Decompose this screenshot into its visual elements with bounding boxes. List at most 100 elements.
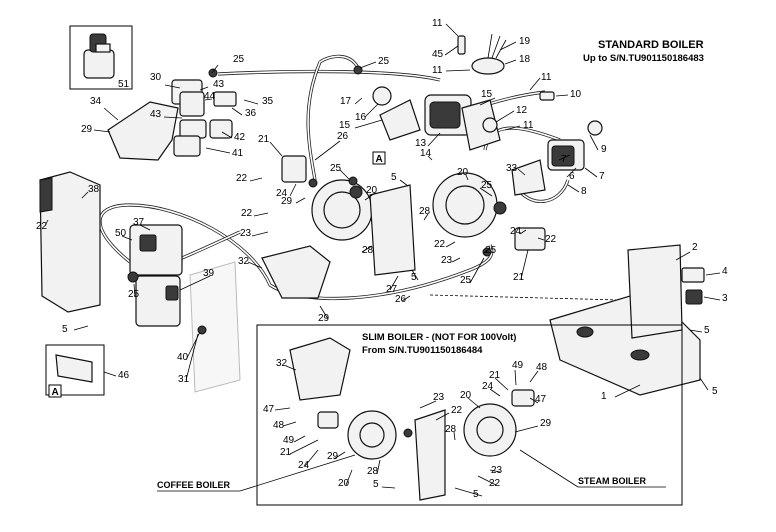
leader-line (253, 212, 269, 217)
fitting-12 (482, 117, 498, 133)
part-number-label: 7 (599, 171, 605, 182)
leader-line (537, 237, 545, 241)
part-number-label: 22 (241, 208, 253, 219)
diagram-title: STANDARD BOILER (598, 39, 704, 51)
part-number-label: 11 (541, 72, 552, 83)
part-number-label: 42 (234, 132, 246, 143)
part-number-label: 25 (485, 245, 497, 256)
part-labels: 5130254443353634434229412517161511451119… (36, 18, 728, 500)
leader-line (93, 129, 111, 133)
part-number-label: 17 (340, 96, 352, 107)
part-number-label: 26 (337, 131, 349, 142)
leader-line (705, 272, 721, 276)
leader-line (614, 384, 641, 398)
part-number-label: 10 (570, 89, 582, 100)
part-number-label: 36 (245, 108, 257, 119)
part-number-label: 24 (276, 188, 288, 199)
part-number-label: 28 (367, 466, 379, 477)
part-number-label: 8 (581, 186, 587, 197)
leader-line (699, 377, 709, 391)
leader-line (499, 41, 517, 51)
leader-line (419, 400, 437, 409)
leader-line (689, 329, 703, 333)
part-number-label: 23 (441, 255, 453, 266)
part-number-label: 31 (178, 374, 190, 385)
leader-line (453, 431, 456, 441)
part-number-label: 13 (415, 138, 427, 149)
callout-a-bottom: A (48, 384, 62, 398)
part-number-label: 5 (712, 386, 718, 397)
leader-line (376, 459, 381, 475)
leader-line (504, 59, 517, 65)
part-number-label: 12 (516, 105, 528, 116)
part-number-label: 20 (366, 185, 378, 196)
part-number-label: 29 (81, 124, 93, 135)
part-number-label: 28 (419, 206, 431, 217)
part-number-label: 5 (373, 479, 379, 490)
leader-line (269, 141, 283, 157)
leader-line (354, 119, 383, 129)
valve-42 (209, 119, 233, 139)
leader-line (514, 369, 517, 386)
leader-line (489, 388, 501, 397)
panel-38 (39, 171, 101, 313)
leader-line (345, 469, 353, 486)
leader-line (199, 86, 209, 91)
leader-line (401, 295, 411, 302)
leader-line (285, 365, 297, 371)
leader-line (411, 269, 419, 281)
bracket-34 (107, 101, 179, 161)
panel-2 (627, 244, 683, 339)
leader-line (282, 421, 297, 427)
leader-line (529, 397, 539, 404)
caption-coffee-boiler: COFFEE BOILER (157, 480, 231, 490)
bracket-15a (379, 99, 421, 141)
part-number-label: 20 (457, 167, 469, 178)
part-number-label: 20 (338, 478, 350, 489)
leader-line (359, 61, 377, 69)
leader-line (185, 333, 199, 381)
leader-line (445, 23, 459, 37)
leader-line (529, 77, 541, 91)
inset-frame-51 (69, 25, 133, 90)
part-number-label: 29 (281, 196, 293, 207)
part-number-label: 7 (561, 154, 567, 165)
leader-line (314, 140, 341, 161)
part-number-label: 51 (118, 79, 130, 90)
leader-line (243, 99, 259, 105)
part-number-label: 41 (232, 148, 244, 159)
leader-line (103, 371, 117, 377)
leader-line (103, 107, 119, 121)
part-number-label: 5 (411, 272, 417, 283)
diagram-subtitle: Up to S/N.TU901150186483 (583, 53, 704, 64)
part-number-label: 16 (355, 112, 367, 123)
leader-line (333, 451, 346, 460)
part-number-label: 22 (545, 234, 557, 245)
base-assembly (549, 244, 705, 396)
part-number-label: 32 (276, 358, 288, 369)
leader-line (489, 469, 501, 473)
part-number-label: 21 (280, 447, 292, 458)
leader-line (211, 64, 219, 74)
leader-line (139, 224, 151, 231)
leader-line (517, 168, 526, 176)
part-number-label: 22 (451, 405, 463, 416)
part-number-label: 21 (258, 134, 270, 145)
part-number-label: 34 (90, 96, 102, 107)
leader-line (467, 397, 481, 409)
part-number-label: 5 (62, 324, 68, 335)
part-number-label: 49 (512, 360, 524, 371)
part-number-label: 40 (177, 352, 189, 363)
leader-line (584, 167, 598, 178)
leader-line (289, 439, 319, 455)
part-number-label: 29 (540, 418, 552, 429)
leader-line (477, 475, 497, 486)
part-number-label: 26 (395, 294, 407, 305)
part-number-label: 24 (510, 226, 522, 237)
boilers-standard (261, 155, 621, 318)
slim-inset: SLIM BOILER - (NOT FOR 100Volt) From S/N… (256, 324, 683, 506)
part-number-label: 2 (692, 242, 698, 253)
leader-line (435, 412, 450, 421)
part-number-label: 45 (432, 49, 444, 60)
part-number-label: 29 (327, 451, 339, 462)
